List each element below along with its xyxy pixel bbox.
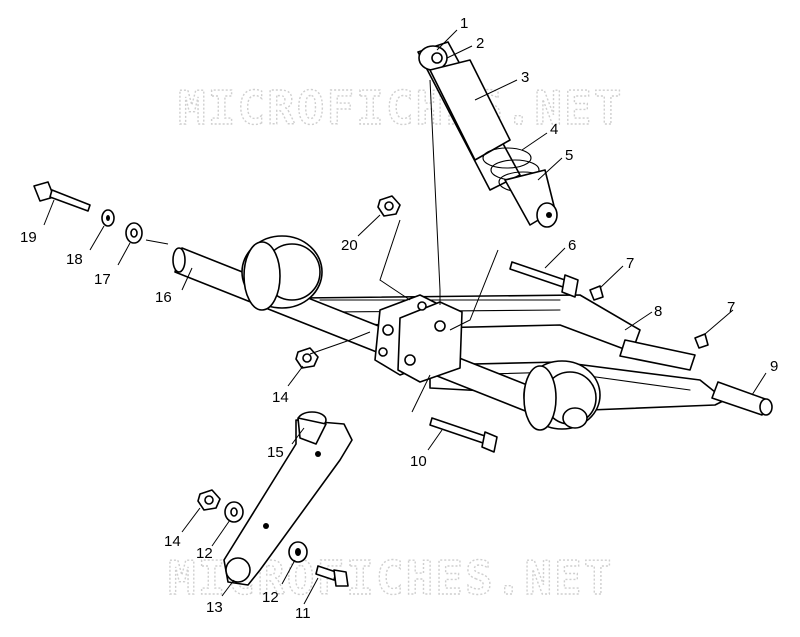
callout-17: 17 — [94, 271, 111, 288]
callout-4: 4 — [550, 121, 558, 138]
callout-18: 18 — [66, 251, 83, 268]
washer-12-lower — [288, 541, 308, 563]
link-arm — [223, 411, 353, 586]
grease-fitting-7b — [694, 333, 709, 349]
callout-10: 10 — [410, 453, 427, 470]
washer-12-upper — [224, 501, 244, 523]
callout-3: 3 — [521, 69, 529, 86]
bolt-10 — [429, 417, 498, 453]
callout-20: 20 — [341, 237, 358, 254]
leader-lines — [43, 29, 767, 605]
bolt-6 — [509, 261, 579, 298]
right-axle — [711, 381, 773, 416]
nut-14-lower — [197, 489, 221, 511]
callout-11: 11 — [295, 605, 311, 622]
callout-7a: 7 — [626, 255, 634, 272]
bolt-19 — [33, 181, 91, 212]
callout-5: 5 — [565, 147, 573, 164]
callout-6: 6 — [568, 237, 576, 254]
callout-1: 1 — [460, 15, 468, 32]
mount-plates — [374, 294, 463, 383]
washer-18 — [101, 209, 115, 227]
washer-17 — [125, 222, 143, 244]
grease-fitting-7a — [589, 285, 604, 301]
shock-absorber — [417, 41, 558, 228]
callout-15: 15 — [267, 444, 284, 461]
watermark-top: MICROFICHES.NET — [178, 81, 623, 135]
callout-12b: 12 — [262, 589, 279, 606]
callout-14-upper: 14 — [272, 389, 289, 406]
nut-14-upper — [295, 347, 319, 369]
callout-2: 2 — [476, 35, 484, 52]
callout-7b: 7 — [727, 299, 735, 316]
callout-19: 19 — [20, 229, 37, 246]
bolt-11 — [315, 565, 349, 587]
callout-9: 9 — [770, 358, 778, 375]
callout-16: 16 — [155, 289, 172, 306]
callouts: 1 2 3 4 5 6 7 7 8 9 10 11 12 12 13 14 14… — [20, 15, 778, 622]
callout-12a: 12 — [196, 545, 213, 562]
callout-14-lower: 14 — [164, 533, 181, 550]
callout-13: 13 — [206, 599, 223, 616]
callout-8: 8 — [654, 303, 662, 320]
main-shaft — [172, 235, 601, 431]
nut-20 — [377, 195, 401, 217]
